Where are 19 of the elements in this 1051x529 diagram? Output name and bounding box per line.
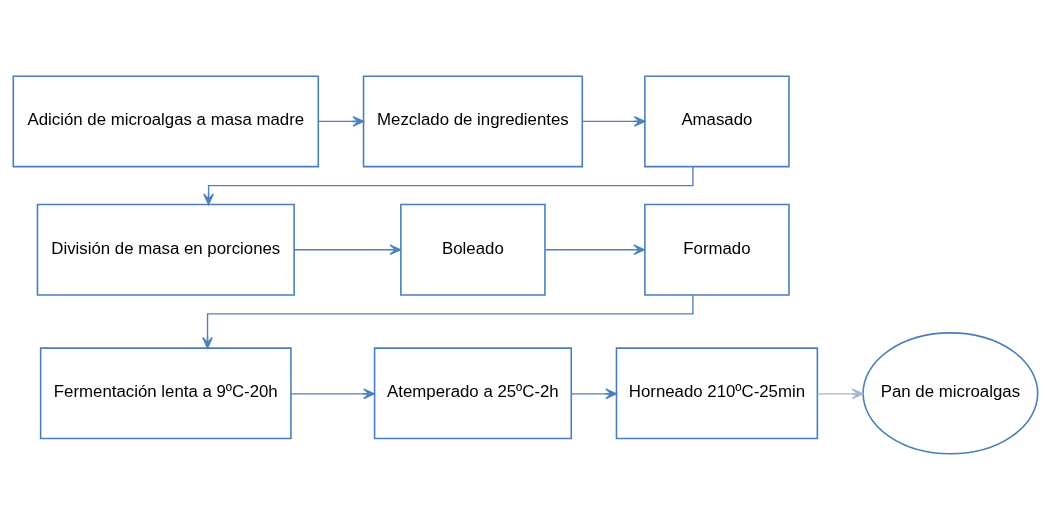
- node-box: Formado: [644, 203, 790, 296]
- node-box: Adición de microalgas a masa madre: [12, 74, 320, 167]
- arrow: [816, 387, 864, 399]
- arrow: [581, 115, 646, 127]
- node-ellipse: Pan de microalgas: [862, 331, 1039, 455]
- arrow: [544, 243, 646, 255]
- node-box: Boleado: [400, 203, 546, 296]
- arrow: [202, 293, 694, 349]
- node-box: División de masa en porciones: [36, 203, 295, 296]
- arrow: [293, 243, 402, 255]
- node-box: Fermentación lenta a 9ºC-20h: [39, 346, 292, 439]
- arrow: [570, 387, 618, 399]
- node-box: Mezclado de ingredientes: [362, 74, 584, 167]
- node-box: Amasado: [644, 74, 790, 167]
- node-box: Horneado 210ºC-25min: [615, 346, 819, 439]
- arrow: [317, 115, 365, 127]
- node-box: Atemperado a 25ºC-2h: [373, 346, 573, 439]
- arrow: [203, 165, 694, 205]
- arrow: [290, 387, 375, 399]
